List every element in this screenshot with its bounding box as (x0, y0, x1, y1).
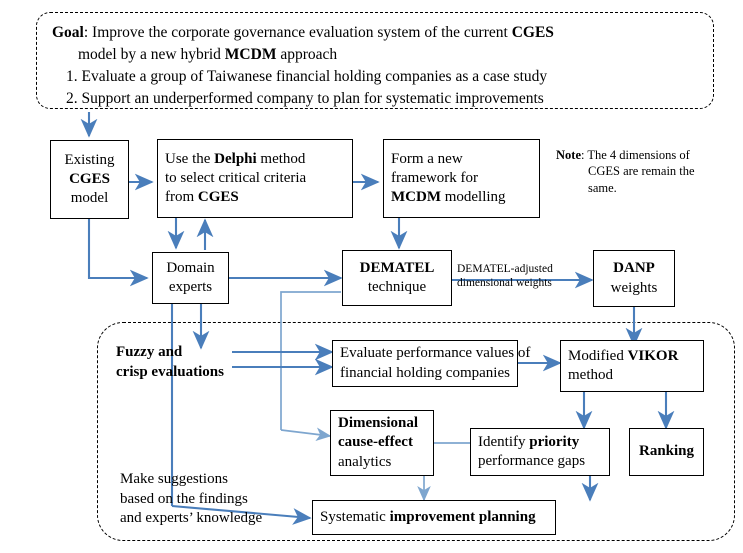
node-evaluate-performance-values[interactable]: Evaluate performance values of financial… (332, 340, 530, 387)
danp-l1: DANP (613, 260, 655, 277)
delphi-l3a: from (165, 189, 198, 206)
node-domain-experts[interactable]: Domain experts (152, 252, 229, 304)
delphi-l3b: CGES (197, 189, 239, 206)
goal-line2-b: approach (276, 46, 338, 63)
dematel-weights-l1: DEMATEL-adjusted (457, 263, 553, 275)
existing-cges-line3: model (70, 190, 109, 207)
goal-line1-cges: CGES (511, 24, 554, 41)
goal-label: Goal (52, 24, 84, 41)
goal-line2-mcdm: MCDM (224, 46, 277, 63)
dimensional-l1: Dimensional (338, 415, 419, 432)
systematic-l1b: improvement planning (389, 508, 536, 525)
gaps-l2: performance gaps (478, 453, 586, 469)
goal-item-1-number: 1. (66, 68, 78, 85)
fuzzy-crisp-l1: Fuzzy and (116, 344, 183, 360)
node-new-framework[interactable]: Form a new framework for MCDM modelling (383, 139, 540, 218)
node-existing-cges-model[interactable]: Existing CGES model (50, 140, 129, 219)
framework-l3a: MCDM (391, 189, 441, 206)
framework-l3b: modelling (440, 189, 506, 206)
note-label: Note (556, 148, 581, 162)
make-suggestions-l2: based on the findings (120, 490, 248, 507)
goal-line1-rest: : Improve the corporate governance evalu… (83, 24, 512, 41)
delphi-l1a: Use the (165, 150, 215, 167)
label-make-suggestions: Make suggestions based on the findings a… (120, 470, 262, 529)
evaluate-perf-l2: financial holding companies (340, 364, 510, 381)
node-danp-weights[interactable]: DANP weights (593, 250, 675, 307)
dimensional-l2: cause-effect (338, 434, 413, 451)
goal-dashed-container (36, 12, 714, 109)
dematel-weights-l2: dimensional weights (457, 277, 552, 290)
delphi-l1b: Delphi (214, 150, 257, 167)
framework-l1: Form a new (391, 150, 463, 167)
delphi-l1c: method (256, 150, 306, 167)
ranking-l1: Ranking (638, 443, 695, 460)
node-modified-vikor-method[interactable]: Modified VIKOR method (560, 340, 704, 392)
make-suggestions-l3: and experts’ knowledge (120, 510, 263, 526)
evaluate-perf-l1: Evaluate performance values of (340, 345, 531, 362)
node-ranking[interactable]: Ranking (629, 428, 704, 476)
domain-experts-l1: Domain (166, 259, 215, 276)
vikor-l1b: VIKOR (627, 347, 679, 364)
dematel-l2: technique (367, 279, 427, 295)
note-line2: CGES are remain the (588, 164, 695, 179)
node-dematel-technique[interactable]: DEMATEL technique (342, 250, 452, 306)
note-line1: : The 4 dimensions of (581, 148, 690, 162)
fuzzy-crisp-l2: crisp evaluations (116, 363, 224, 380)
framework-l2: framework for (391, 169, 479, 186)
dimensional-l3: analytics (338, 453, 392, 470)
existing-cges-line1: Existing (64, 151, 115, 168)
goal-item-2-number: 2. (66, 90, 78, 107)
label-dematel-adjusted-weights: DEMATEL-adjusted dimensional weights (457, 262, 553, 290)
node-dimensional-cause-effect-analytics[interactable]: Dimensional cause-effect analytics (330, 410, 434, 476)
make-suggestions-l1: Make suggestions (120, 471, 228, 487)
domain-experts-l2: experts (168, 279, 213, 295)
gaps-l1a: Identify (478, 433, 530, 450)
gaps-l1b: priority (529, 433, 580, 450)
note-block: Note: The 4 dimensions of CGES are remai… (556, 147, 695, 196)
vikor-l2: method (568, 367, 613, 383)
node-delphi-method[interactable]: Use the Delphi method to select critical… (157, 139, 353, 218)
lower-phase-dashed-container (97, 322, 735, 541)
label-fuzzy-crisp-evaluations: Fuzzy and crisp evaluations (116, 343, 224, 382)
note-line3: same. (588, 180, 617, 195)
dematel-l1: DEMATEL (359, 259, 435, 276)
node-identify-priority-performance-gaps[interactable]: Identify priority performance gaps (470, 428, 610, 476)
goal-item-2-text: Support an underperformed company to pla… (81, 90, 544, 107)
goal-item-1-text: Evaluate a group of Taiwanese financial … (81, 68, 548, 85)
goal-text-block: Goal: Improve the corporate governance e… (52, 22, 554, 110)
systematic-l1a: Systematic (320, 508, 390, 525)
existing-cges-line2: CGES (69, 170, 110, 187)
node-systematic-improvement-planning[interactable]: Systematic improvement planning (312, 500, 556, 535)
vikor-l1a: Modified (568, 347, 628, 364)
delphi-l2: to select critical criteria (165, 169, 307, 186)
danp-l2: weights (610, 279, 658, 296)
goal-line2-a: model by a new hybrid (78, 46, 225, 63)
